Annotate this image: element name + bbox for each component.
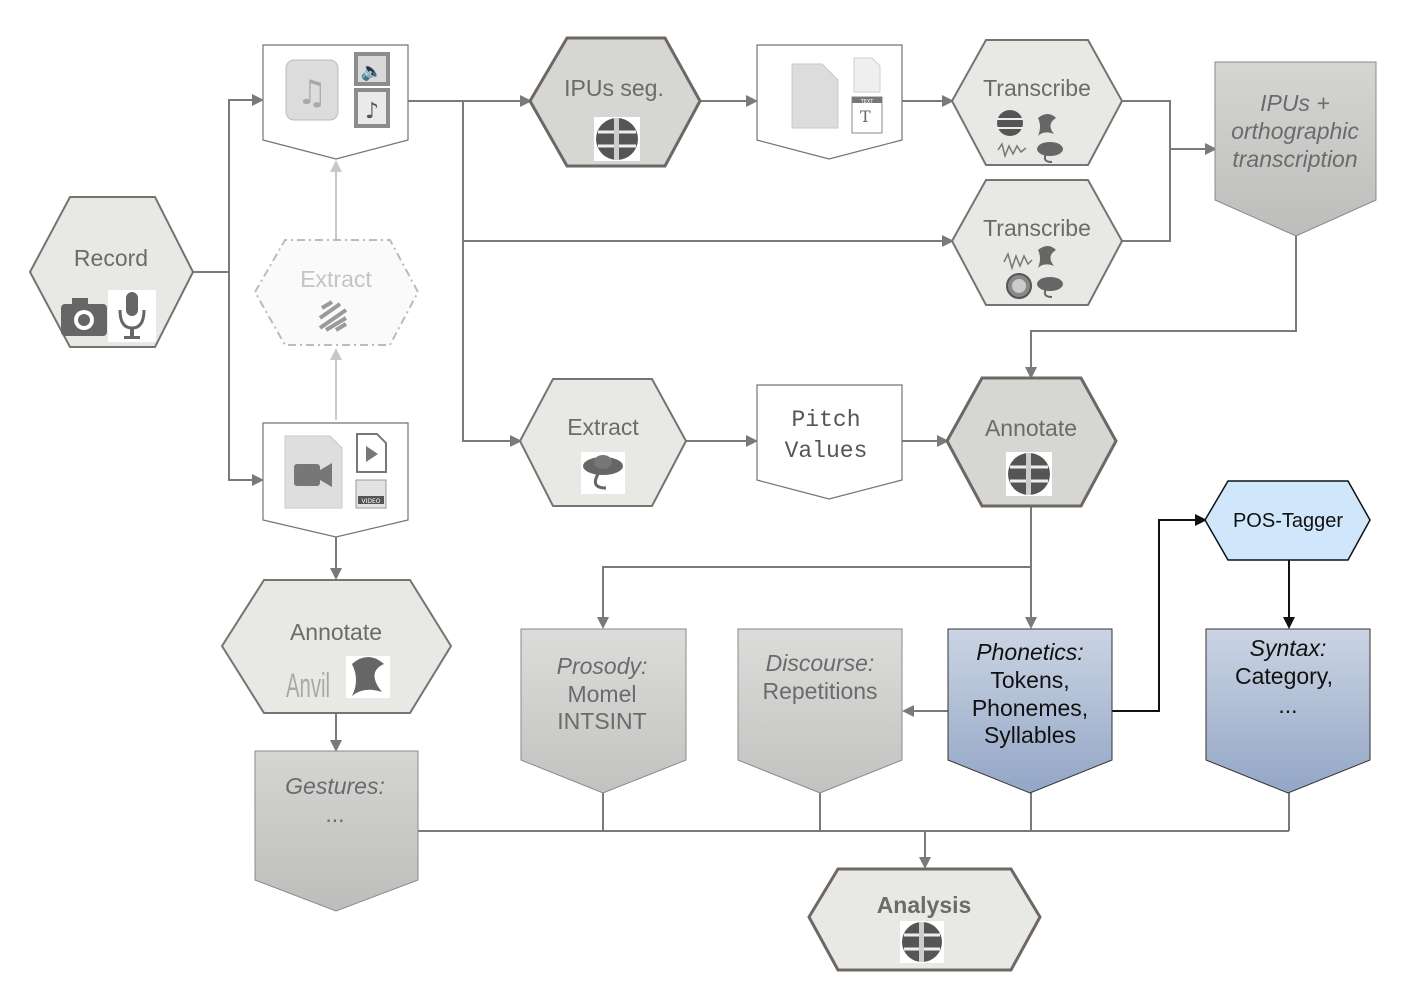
pitch-values-line-2: Values (785, 438, 868, 464)
sppas-logo-icon (900, 921, 944, 963)
annotate-gestures-label: Annotate (290, 619, 382, 645)
svg-text:🔈: 🔈 (361, 61, 383, 82)
ipus-output-line-2: orthographic (1231, 118, 1359, 144)
syntax-output[interactable]: Syntax: Category, ... (1205, 628, 1371, 794)
prosody-line-1: Momel (567, 681, 636, 707)
sppas-logo-icon (1006, 452, 1052, 496)
analysis-node[interactable]: Analysis (807, 867, 1042, 972)
audio-file-node[interactable]: ♫ 🔈 ♪ (262, 44, 409, 160)
pitch-values-line-1: Pitch (791, 407, 860, 433)
syntax-title: Syntax: (1250, 635, 1327, 661)
ipus-transcription-output[interactable]: IPUs + orthographic transcription (1214, 61, 1377, 237)
text-icon-caption: TEXT (860, 99, 875, 105)
camera-icon (61, 298, 107, 336)
text-file-icon: TEXT T (791, 57, 883, 134)
praat-icon (1037, 277, 1063, 298)
pitch-values-node[interactable]: Pitch Values (756, 384, 903, 500)
elan-icon (1038, 246, 1056, 268)
praat-icon (581, 452, 625, 494)
play-file-icon: VIDEO (355, 433, 387, 509)
annotate-main-node[interactable]: Annotate (945, 376, 1118, 508)
music-note-icon: ♫ (285, 59, 339, 121)
transcriber-icon (1006, 273, 1032, 299)
annotate-main-label: Annotate (985, 415, 1077, 441)
video-file-node[interactable]: VIDEO (262, 422, 409, 538)
gestures-line-1: ... (325, 801, 344, 827)
analysis-label: Analysis (877, 892, 972, 918)
phonetics-title: Phonetics: (976, 639, 1083, 665)
gestures-output[interactable]: Gestures: ... (254, 750, 419, 912)
ffmpeg-icon (318, 300, 348, 332)
syntax-line-2: ... (1278, 692, 1297, 718)
prosody-line-2: INTSINT (557, 708, 646, 734)
anvil-logo: Anvil (286, 667, 330, 705)
pos-tagger-label: POS-Tagger (1233, 510, 1343, 532)
praat-icon (1037, 142, 1063, 163)
phonetics-line-2: Phonemes, (972, 695, 1088, 721)
ipus-seg-label: IPUs seg. (564, 75, 664, 101)
prosody-output[interactable]: Prosody: Momel INTSINT (520, 628, 687, 794)
pos-tagger-node[interactable]: POS-Tagger (1204, 480, 1371, 561)
discourse-title: Discourse: (766, 650, 875, 676)
transcribe-node-2[interactable]: Transcribe (950, 179, 1124, 306)
ipus-seg-node[interactable]: IPUs seg. (528, 36, 702, 168)
phonetics-output[interactable]: Phonetics: Tokens, Phonemes, Syllables (947, 628, 1113, 794)
phonetics-line-1: Tokens, (990, 667, 1069, 693)
discourse-output[interactable]: Discourse: Repetitions (737, 628, 903, 794)
annotate-gestures-node[interactable]: Annotate Anvil (220, 579, 453, 714)
phonetics-line-3: Syllables (984, 722, 1076, 748)
text-file-node[interactable]: TEXT T (756, 44, 903, 160)
gestures-title: Gestures: (285, 773, 385, 799)
video-camera-icon (284, 435, 343, 509)
transcribe-1-label: Transcribe (983, 75, 1091, 101)
elan-icon (1038, 114, 1056, 136)
syntax-line-1: Category, (1235, 663, 1333, 689)
speaker-icon: 🔈 ♪ (354, 52, 390, 128)
prosody-title: Prosody: (557, 653, 648, 679)
extract-video-node[interactable]: Extract (253, 239, 420, 346)
connectors (192, 94, 1297, 869)
record-label: Record (74, 245, 148, 271)
extract-video-label: Extract (300, 266, 372, 292)
sppas-logo-icon (997, 110, 1023, 136)
wavesurfer-icon (1003, 251, 1033, 271)
sppas-logo-icon (594, 117, 640, 161)
ipus-output-line-1: IPUs + (1260, 90, 1330, 116)
extract-pitch-node[interactable]: Extract (518, 378, 688, 507)
video-icon-caption: VIDEO (361, 498, 380, 505)
svg-text:♫: ♫ (297, 73, 327, 113)
wavesurfer-icon (997, 142, 1027, 159)
transcribe-2-label: Transcribe (983, 215, 1091, 241)
extract-pitch-label: Extract (567, 414, 639, 440)
pos-connectors (1112, 514, 1295, 712)
record-node[interactable]: Record (28, 196, 195, 348)
elan-icon (346, 656, 390, 698)
transcribe-node-1[interactable]: Transcribe (950, 39, 1124, 166)
ipus-output-line-3: transcription (1232, 146, 1357, 172)
microphone-icon (108, 290, 156, 342)
svg-text:♪: ♪ (365, 99, 379, 124)
svg-text:T: T (860, 107, 871, 126)
discourse-line-1: Repetitions (762, 678, 877, 704)
